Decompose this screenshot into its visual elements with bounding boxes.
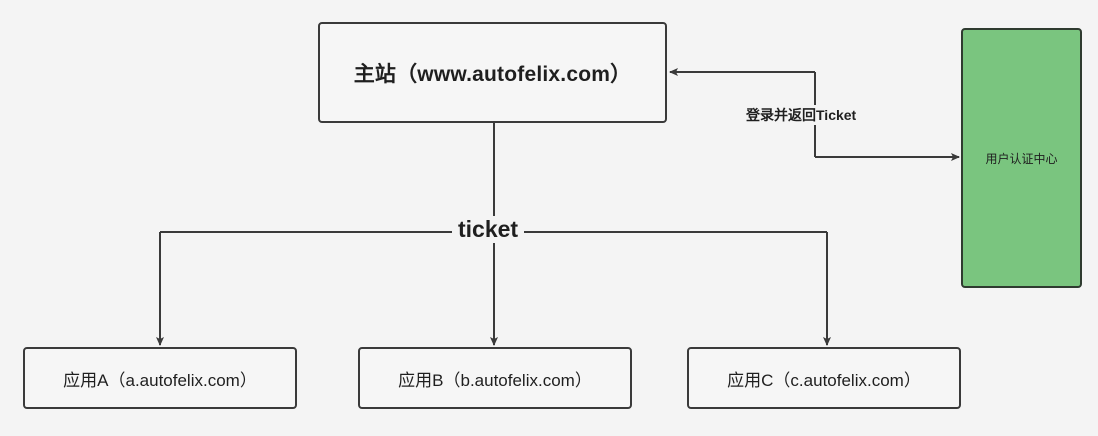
node-auth-center-label: 用户认证中心 [985, 151, 1058, 166]
node-main-site[interactable]: 主站（www.autofelix.com） [318, 22, 667, 123]
node-app-c-label: 应用C（c.autofelix.com） [727, 370, 921, 390]
node-app-b-label: 应用B（b.autofelix.com） [398, 370, 592, 390]
node-auth-center[interactable]: 用户认证中心 [961, 28, 1082, 288]
node-app-c[interactable]: 应用C（c.autofelix.com） [687, 347, 961, 409]
node-app-a-label: 应用A（a.autofelix.com） [63, 370, 257, 390]
node-app-b[interactable]: 应用B（b.autofelix.com） [358, 347, 632, 409]
node-main-site-label: 主站（www.autofelix.com） [353, 62, 632, 86]
edge-label-ticket: ticket [452, 216, 525, 243]
edge-label-login-return-ticket: 登录并返回Ticket [743, 105, 860, 125]
node-app-a[interactable]: 应用A（a.autofelix.com） [23, 347, 297, 409]
